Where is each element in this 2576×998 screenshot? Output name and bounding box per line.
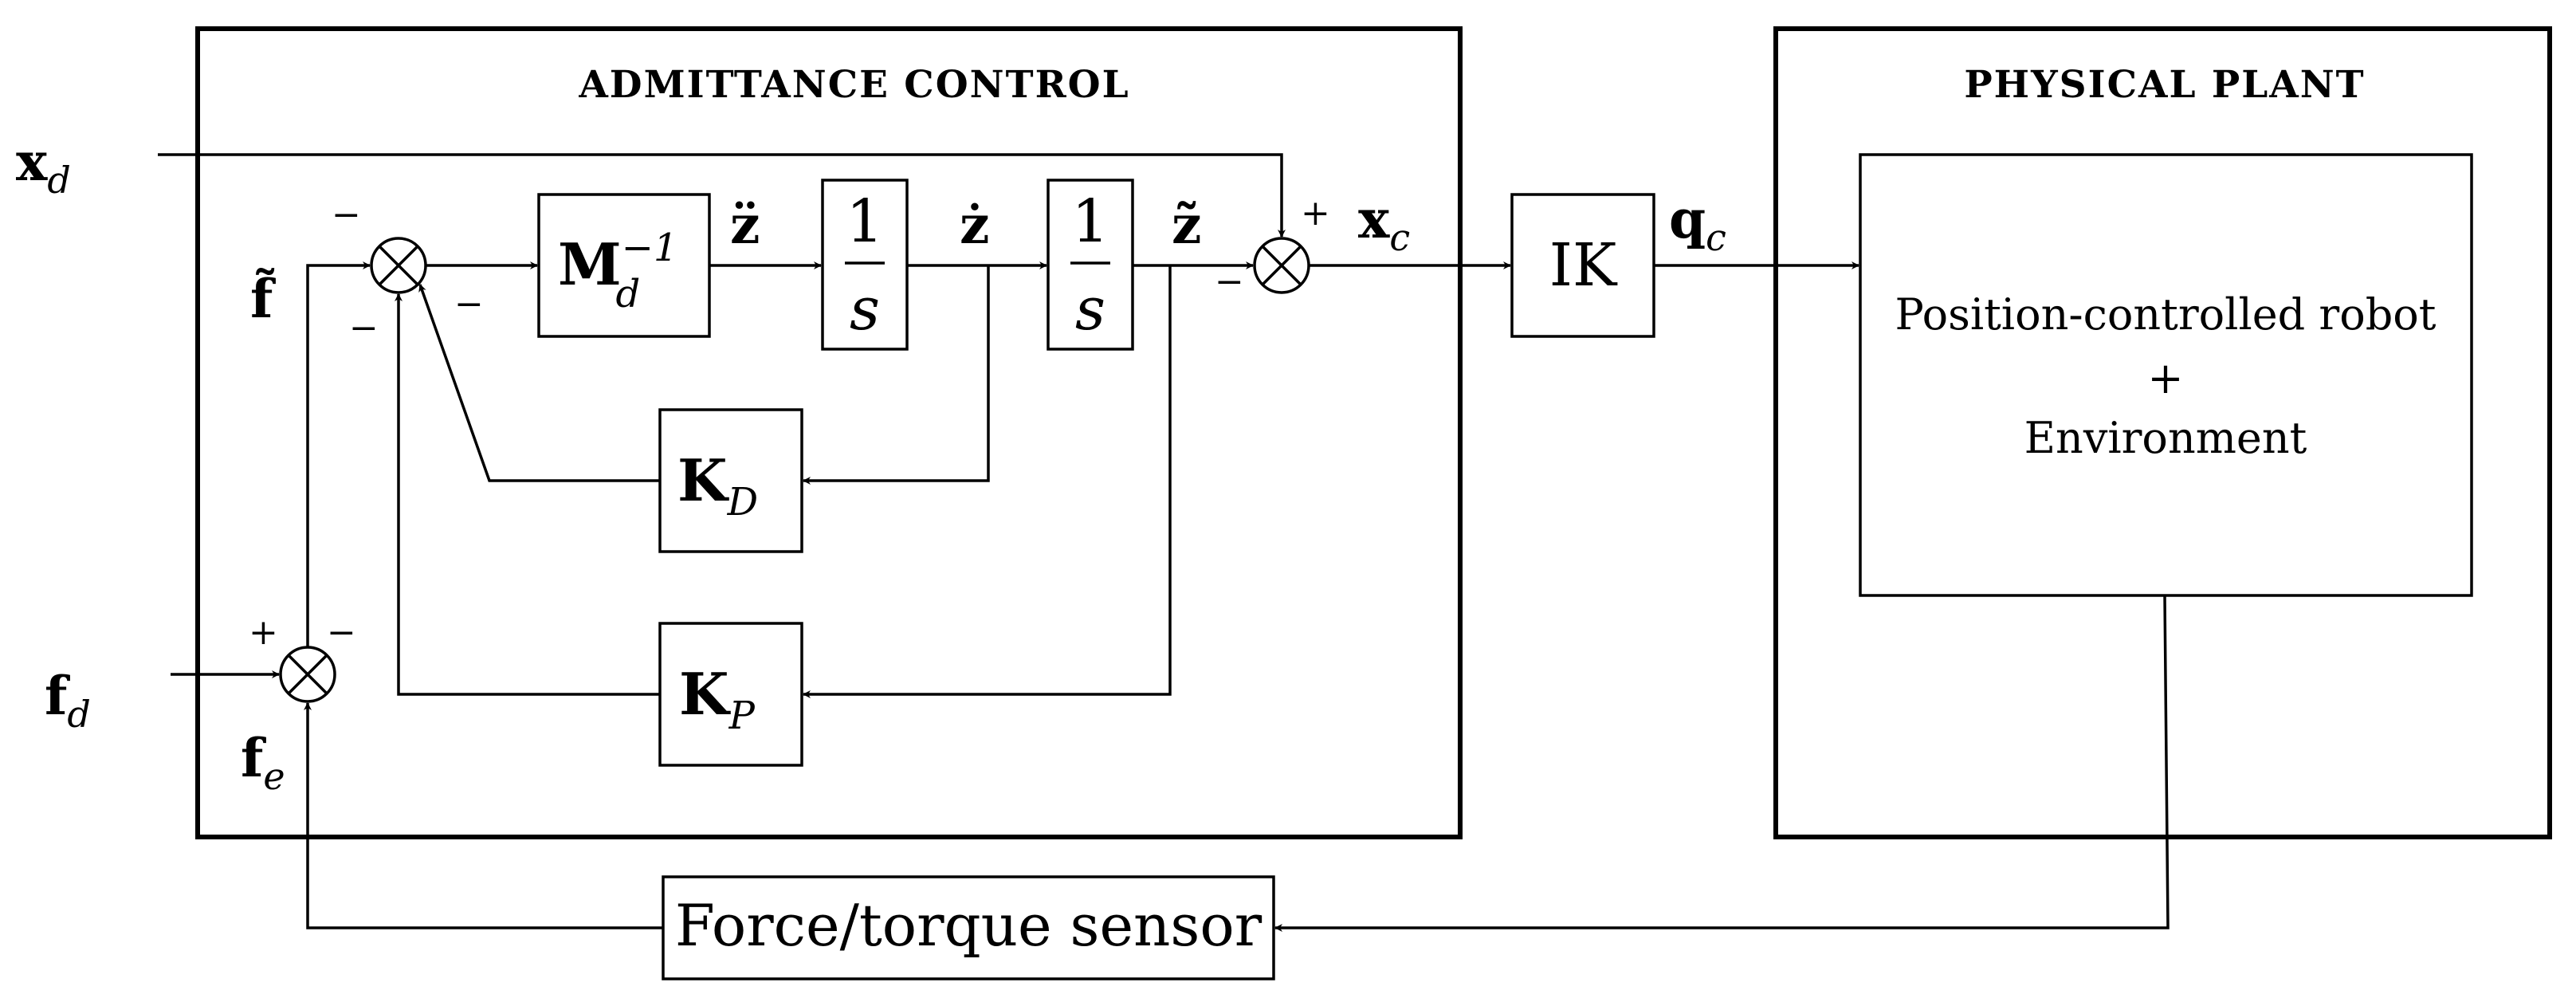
fe-line [304,702,663,929]
sign-force-left: + [249,612,278,653]
plant-line-2: + [2147,353,2183,403]
admittance-control-frame [195,26,1463,839]
z-dot-label: ż [960,194,989,256]
f-tilde-line [306,261,371,647]
physical-plant-title: PHYSICAL PLANT [1964,63,2365,107]
robot-environment-block [1859,153,2473,597]
summing-junction-inner [370,237,427,294]
kd-gain-block [658,408,803,553]
physical-plant-frame [1773,26,2552,839]
kp-feedback-out [395,293,660,696]
sign-output-top: + [1301,193,1330,234]
plant-to-sensor-line [1274,595,2170,932]
integrator-2-numerator: 1 [1071,187,1109,256]
inverse-mass-block [537,193,711,338]
force-torque-sensor-block [662,875,1275,980]
sign-force-right: − [327,612,356,653]
integrator-block-2 [1046,179,1134,351]
integrator-1-denominator: s [850,275,880,344]
qc-label: qc [1669,188,1726,259]
xc-label: xc [1358,188,1410,259]
fe-label: fe [241,727,285,798]
admittance-control-title: ADMITTANCE CONTROL [578,63,1129,107]
sign-inner-top: − [332,194,361,235]
integrator-1-numerator: 1 [846,187,883,256]
kd-feedback-in [803,265,990,485]
plant-line-1: Position-controlled robot [1895,289,2436,340]
plant-line-3: Environment [2024,413,2307,463]
sign-inner-right: − [454,284,484,324]
f-tilde-label: f̃ [250,268,276,330]
kp-gain-label: KP [679,660,756,738]
sign-output-left: − [1215,261,1244,302]
sign-inner-bottom: − [349,308,379,348]
integrator-2-denominator: s [1075,275,1105,344]
kd-gain-label: KD [677,446,758,525]
z-tilde-label: z̃ [1172,194,1201,256]
kd-feedback-out [418,284,660,482]
xd-line [158,153,1286,238]
kp-feedback-in [803,265,1172,698]
summing-junction-force [279,646,336,703]
force-torque-sensor-label: Force/torque sensor [675,892,1262,959]
ik-label: IK [1549,231,1618,300]
xd-label: xd [16,131,71,202]
z-ddot-label: z̈ [730,194,760,256]
fd-label: fd [45,665,91,736]
summing-junction-output [1253,237,1310,294]
